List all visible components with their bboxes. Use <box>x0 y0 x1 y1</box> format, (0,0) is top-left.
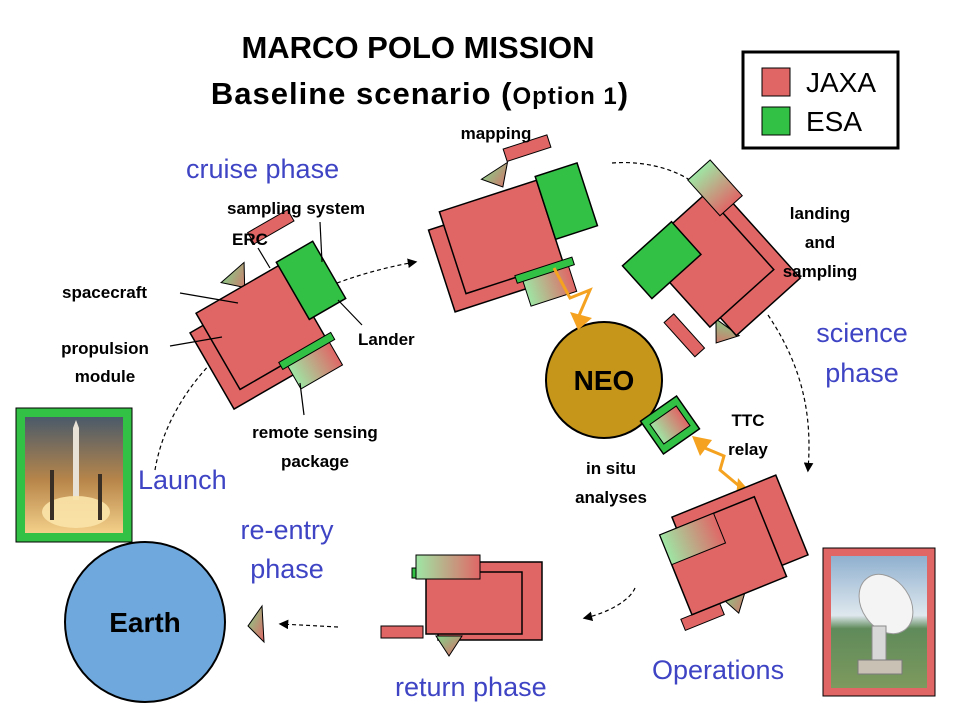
leader-remote-sensing <box>299 382 305 416</box>
label-mapping: mapping <box>461 124 532 143</box>
phase-science-line2: phase <box>825 358 899 388</box>
label-erc: ERC <box>232 230 268 249</box>
lander-module <box>275 240 347 321</box>
title-line2-main: Baseline scenario ( <box>211 76 513 111</box>
launch-rocket-nose <box>73 420 79 428</box>
spacecraft-operations <box>658 474 809 631</box>
in-situ-lander <box>639 394 701 456</box>
arrow-science-to-operations <box>767 314 814 473</box>
antenna-pedestal <box>871 625 887 663</box>
neo-label: NEO <box>574 365 635 396</box>
landing-erc-capsule <box>715 317 741 344</box>
label-remote-sensing-line1: remote sensing <box>252 423 378 442</box>
ground-antenna-photo <box>822 547 936 697</box>
landing-lander <box>621 220 703 300</box>
label-spacecraft: spacecraft <box>62 283 147 302</box>
legend-swatch-esa <box>761 106 791 136</box>
arrow-launch-to-cruise <box>154 258 418 471</box>
erc-capsule <box>219 261 246 289</box>
ops-remote-sensing <box>659 512 727 566</box>
in-situ-lander-panel <box>649 405 691 445</box>
leader-sampling-system <box>319 221 323 263</box>
mapping-arm <box>502 134 552 163</box>
arrow-mapping-to-landing <box>611 161 710 199</box>
landing-arm <box>663 313 706 358</box>
legend-swatch-jaxa <box>761 67 791 97</box>
spacecraft-landing <box>621 159 802 358</box>
leader-spacecraft <box>179 292 239 304</box>
spacecraft-cruise <box>189 208 347 411</box>
legend-label-jaxa: JAXA <box>806 67 876 98</box>
phase-operations: Operations <box>652 655 784 685</box>
legend-label-esa: ESA <box>806 106 862 137</box>
label-sampling-system: sampling system <box>227 199 365 218</box>
return-body <box>425 571 523 635</box>
return-remote-sensing <box>415 554 481 580</box>
title-line1: MARCO POLO MISSION <box>241 30 594 65</box>
arrow-operations-to-return <box>582 587 636 621</box>
mapping-beam <box>552 267 593 319</box>
return-arm <box>380 625 424 639</box>
neo-body <box>545 321 663 439</box>
legend: JAXA ESA <box>741 50 900 150</box>
launch-tower-right <box>98 474 102 520</box>
rocket-launch-photo <box>15 407 133 543</box>
leader-propulsion <box>169 336 223 347</box>
mapping-lander <box>534 161 599 241</box>
label-remote-sensing-line2: package <box>281 452 349 471</box>
arrow-return-to-reentry <box>278 619 339 630</box>
title-line2-end: ) <box>618 76 629 111</box>
spacecraft-return <box>380 554 543 657</box>
phase-science-line1: science <box>816 318 908 348</box>
label-lander: Lander <box>358 330 415 349</box>
launch-tower-left <box>50 470 54 520</box>
label-landing-line3: sampling <box>783 262 858 281</box>
mapping-erc-capsule <box>480 161 509 188</box>
earth-body <box>64 541 226 703</box>
reentry-capsule <box>247 604 265 644</box>
landing-remote-sensing <box>687 159 743 217</box>
launch-plume <box>42 496 110 528</box>
ttc-relay-head-1 <box>692 436 712 456</box>
label-ttc-line1: TTC <box>731 411 764 430</box>
leader-lander <box>337 299 363 326</box>
label-ttc-line2: relay <box>728 440 768 459</box>
phase-cruise: cruise phase <box>186 154 339 184</box>
label-in-situ-line1: in situ <box>586 459 636 478</box>
phase-launch: Launch <box>138 465 227 495</box>
mapping-remote-bar <box>514 256 575 284</box>
sampling-system-arm <box>246 208 295 245</box>
title-line2-option: Option 1 <box>512 83 617 110</box>
earth-label: Earth <box>109 607 181 638</box>
label-propulsion-line2: module <box>75 367 135 386</box>
phase-reentry-line2: phase <box>250 554 324 584</box>
label-propulsion-line1: propulsion <box>61 339 149 358</box>
mapping-beam-head <box>570 312 592 330</box>
antenna-base <box>857 659 903 675</box>
spacecraft-mapping <box>427 134 599 313</box>
leader-erc <box>257 247 271 269</box>
launch-rocket-body <box>73 428 79 500</box>
return-erc-capsule <box>435 635 463 657</box>
antenna-dish <box>858 573 914 635</box>
ttc-relay-beam <box>699 444 745 492</box>
label-landing-line2: and <box>805 233 835 252</box>
label-in-situ-line2: analyses <box>575 488 647 507</box>
remote-sensing-bar <box>278 331 336 371</box>
label-landing-line1: landing <box>790 204 850 223</box>
phase-reentry-line1: re-entry <box>240 515 334 545</box>
phase-return: return phase <box>395 672 547 702</box>
title-line2: Baseline scenario (Option 1) <box>211 76 629 111</box>
